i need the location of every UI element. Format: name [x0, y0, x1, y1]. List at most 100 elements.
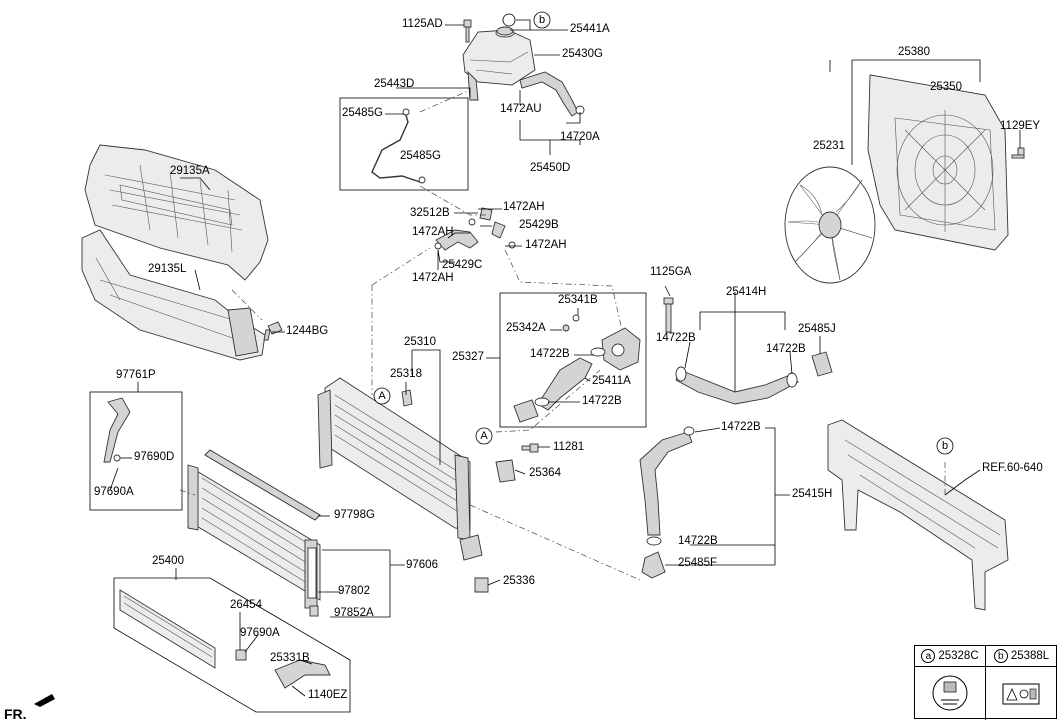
label-14720A[interactable]: 14720A [560, 131, 600, 143]
label-97798G[interactable]: 97798G [334, 509, 375, 521]
label-25318[interactable]: 25318 [390, 368, 422, 380]
svg-text:b: b [942, 440, 948, 452]
label-14722B[interactable]: 14722B [582, 395, 622, 407]
label-25485G[interactable]: 25485G [400, 150, 441, 162]
bolt-1244BG[interactable] [263, 321, 283, 341]
hose-25429C[interactable] [435, 229, 479, 251]
label-14722B[interactable]: 14722B [766, 343, 806, 355]
label-97690A[interactable]: 97690A [94, 486, 134, 498]
mount-25364[interactable] [495, 459, 516, 483]
label-1140EZ[interactable]: 1140EZ [308, 689, 348, 701]
label-25415H[interactable]: 25415H [792, 488, 833, 500]
label-97802[interactable]: 97802 [338, 585, 370, 597]
label-25411A[interactable]: 25411A [592, 375, 631, 387]
label-25350[interactable]: 25350 [930, 81, 962, 93]
label-25364[interactable]: 25364 [529, 467, 561, 479]
label-25331B[interactable]: 25331B [270, 652, 310, 664]
label-25380[interactable]: 25380 [898, 46, 930, 58]
legend-cell-a[interactable]: a 25328C [915, 646, 986, 720]
label-29135L[interactable]: 29135L [148, 263, 187, 275]
clamp-14722B[interactable] [590, 347, 606, 357]
legend-part-a: 25328C [938, 650, 979, 662]
label-25443D[interactable]: 25443D [374, 78, 415, 90]
legend-cell-b[interactable]: b 25388L [986, 646, 1057, 720]
label-25400[interactable]: 25400 [152, 555, 184, 567]
fan-blade[interactable] [784, 166, 876, 284]
label-29135A[interactable]: 29135A [170, 165, 210, 177]
cap-97852A[interactable] [309, 605, 319, 617]
condenser[interactable] [187, 464, 321, 609]
label-25414H[interactable]: 25414H [726, 286, 767, 298]
label-1472AH[interactable]: 1472AH [412, 226, 454, 238]
marker-A-valve[interactable]: A [475, 427, 493, 445]
overflow-hose[interactable] [519, 71, 579, 117]
bolt-11281[interactable] [521, 443, 539, 453]
label-25450D[interactable]: 25450D [530, 162, 571, 174]
label-25485J[interactable]: 25485J [798, 323, 836, 335]
label-REF.60-640[interactable]: REF.60-640 [982, 462, 1043, 474]
label-14722B[interactable]: 14722B [678, 535, 718, 547]
radiator[interactable] [317, 377, 483, 561]
label-25327[interactable]: 25327 [452, 351, 484, 363]
label-25341B[interactable]: 25341B [558, 294, 598, 306]
valve-assembly[interactable] [601, 327, 641, 371]
receiver-97802[interactable] [307, 547, 317, 599]
label-97761P[interactable]: 97761P [116, 369, 156, 381]
clamp-97690A[interactable] [235, 649, 247, 661]
label-25429C[interactable]: 25429C [442, 259, 483, 271]
label-25336[interactable]: 25336 [503, 575, 535, 587]
seal-97798G[interactable] [204, 449, 321, 521]
label-97690D[interactable]: 97690D [134, 451, 175, 463]
marker-A-radiator[interactable]: A [373, 387, 391, 405]
label-25231[interactable]: 25231 [813, 140, 845, 152]
upper-hose[interactable] [675, 369, 799, 405]
pipe-97761P[interactable] [103, 397, 131, 463]
label-97606[interactable]: 97606 [406, 559, 438, 571]
connector-25485J[interactable] [811, 351, 833, 377]
insulator-25336[interactable] [474, 577, 489, 593]
label-1472AH[interactable]: 1472AH [503, 201, 545, 213]
bracket-25318[interactable] [401, 389, 413, 407]
label-97690A[interactable]: 97690A [240, 627, 280, 639]
bolt-1125AD[interactable] [463, 19, 472, 43]
label-25310[interactable]: 25310 [404, 336, 436, 348]
label-26454[interactable]: 26454 [230, 599, 262, 611]
reservoir-tank[interactable] [462, 28, 536, 101]
label-1472AH[interactable]: 1472AH [525, 239, 567, 251]
plug-25342A[interactable] [562, 324, 570, 332]
label-sticker-icon [932, 675, 968, 711]
seal-25341B[interactable] [572, 314, 580, 322]
marker-b-carrier[interactable]: b [936, 437, 954, 455]
label-25342A[interactable]: 25342A [506, 322, 546, 334]
label-25429B[interactable]: 25429B [519, 219, 559, 231]
label-32512B[interactable]: 32512B [410, 207, 450, 219]
label-1125AD[interactable]: 1125AD [402, 18, 443, 30]
label-11281[interactable]: 11281 [553, 441, 585, 453]
label-1129EY[interactable]: 1129EY [1000, 120, 1041, 132]
label-25485F[interactable]: 25485F [678, 557, 718, 569]
label-14722B[interactable]: 14722B [721, 421, 761, 433]
label-1125GA[interactable]: 1125GA [650, 266, 692, 278]
label-97852A[interactable]: 97852A [334, 607, 374, 619]
label-1472AU[interactable]: 1472AU [500, 103, 542, 115]
label-14722B[interactable]: 14722B [530, 348, 570, 360]
front-end-carrier[interactable] [827, 419, 1009, 611]
air-guard-lower[interactable] [81, 229, 266, 361]
hose-25429B[interactable] [479, 207, 506, 239]
bolt-1129EY[interactable] [1011, 147, 1025, 159]
label-25441A[interactable]: 25441A [570, 23, 610, 35]
label-14722B[interactable]: 14722B [656, 332, 696, 344]
fan-shroud[interactable] [867, 74, 1009, 251]
lower-hose[interactable] [639, 431, 693, 536]
label-1472AH[interactable]: 1472AH [412, 272, 454, 284]
marker-b-top[interactable]: b [533, 11, 551, 29]
label-25485G[interactable]: 25485G [342, 107, 383, 119]
air-guard-upper[interactable] [84, 144, 269, 281]
oil-cooler[interactable] [119, 589, 216, 669]
bolt-1125GA[interactable] [663, 297, 674, 333]
connector-25485F[interactable] [641, 551, 666, 579]
label-1244BG[interactable]: 1244BG [286, 325, 329, 337]
box-25443D [339, 97, 469, 191]
label-25430G[interactable]: 25430G [562, 48, 603, 60]
vent-hose-25443D[interactable] [371, 111, 421, 183]
